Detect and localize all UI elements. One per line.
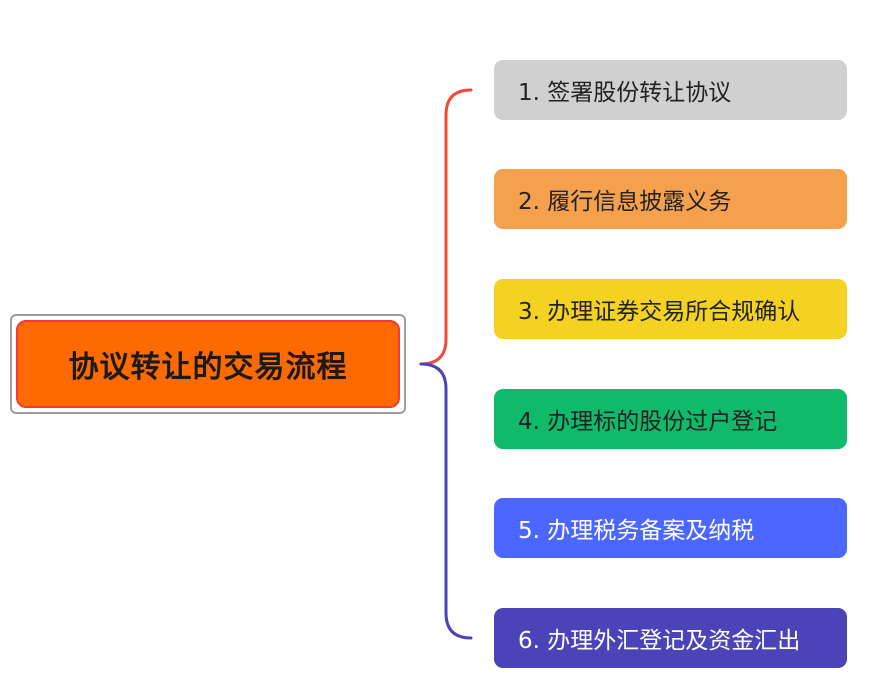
connector-upper-bracket — [419, 88, 473, 366]
step-node-4[interactable]: 4. 办理标的股份过户登记 — [494, 389, 847, 449]
step-node-1[interactable]: 1. 签署股份转让协议 — [494, 60, 847, 120]
step-node-5[interactable]: 5. 办理税务备案及纳税 — [494, 498, 847, 558]
root-node[interactable]: 协议转让的交易流程 — [16, 320, 400, 408]
step-node-6[interactable]: 6. 办理外汇登记及资金汇出 — [494, 608, 847, 668]
step-label-1: 1. 签署股份转让协议 — [518, 80, 732, 106]
step-label-6: 6. 办理外汇登记及资金汇出 — [518, 628, 801, 654]
step-node-2[interactable]: 2. 履行信息披露义务 — [494, 169, 847, 229]
step-node-3[interactable]: 3. 办理证券交易所合规确认 — [494, 279, 847, 339]
step-label-2: 2. 履行信息披露义务 — [518, 189, 732, 215]
step-label-5: 5. 办理税务备案及纳税 — [518, 518, 755, 544]
root-node-label: 协议转让的交易流程 — [68, 350, 348, 385]
root-node-frame: 协议转让的交易流程 — [10, 314, 406, 414]
step-label-3: 3. 办理证券交易所合规确认 — [518, 299, 801, 325]
step-label-4: 4. 办理标的股份过户登记 — [518, 409, 778, 435]
connector-lower-bracket — [419, 362, 473, 640]
